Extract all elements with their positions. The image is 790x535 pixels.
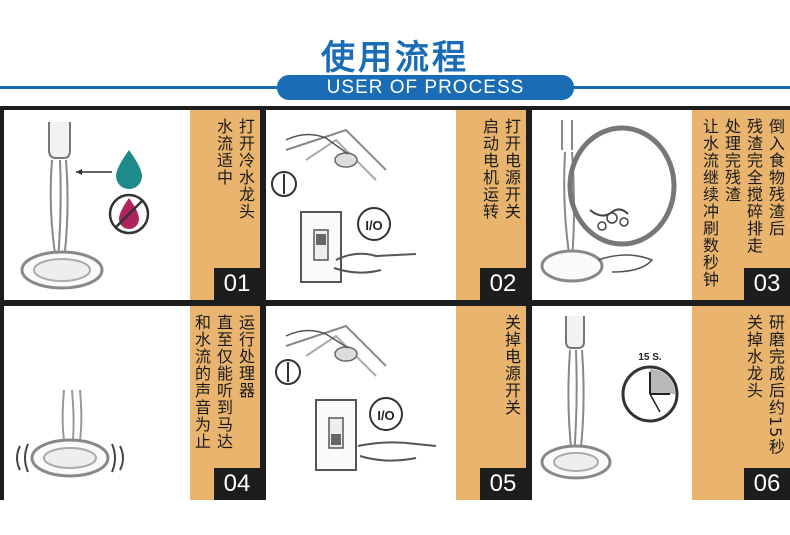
step-text-block-02: 打开电源开关 启动电机运转 02 — [456, 110, 526, 300]
subtitle-pill: USER OF PROCESS — [277, 75, 574, 100]
step-number-04: 04 — [214, 468, 260, 500]
step-06-line-2: 关掉水龙头 — [744, 314, 763, 399]
faucet-water-drops-icon — [4, 110, 200, 300]
step-05-line-1: 关掉电源开关 — [502, 314, 521, 416]
step-text-block-05: 关掉电源开关 05 — [456, 306, 526, 500]
power-switch-icon: I/O — [266, 110, 462, 300]
switch-label-05: I/O — [377, 408, 394, 423]
step-03-line-2: 残渣完全搅碎排走 — [744, 118, 763, 254]
switch-label-02: I/O — [365, 218, 382, 233]
step-text-block-03: 倒入食物残渣后 残渣完全搅碎排走 处理完残渣 让水流继续冲刷数秒钟 03 — [692, 110, 790, 300]
step-04-line-1: 运行处理器 — [236, 314, 255, 399]
step-text-block-01: 打开冷水龙头 水流适中 01 — [190, 110, 260, 300]
step-number-01: 01 — [214, 268, 260, 300]
clock-label: 15 S. — [638, 352, 662, 363]
step-panel-03: 倒入食物残渣后 残渣完全搅碎排走 处理完残渣 让水流继续冲刷数秒钟 03 — [532, 110, 790, 300]
step-text-block-06: 研磨完成后约15秒 关掉水龙头 06 — [692, 306, 790, 500]
pour-food-waste-icon — [532, 110, 692, 300]
step-03-line-3: 处理完残渣 — [722, 118, 741, 203]
step-04-line-2: 直至仅能听到马达 — [214, 314, 233, 450]
step-number-05: 05 — [480, 468, 526, 500]
step-number-06: 06 — [744, 468, 790, 500]
step-01-line-1: 打开冷水龙头 — [236, 118, 255, 220]
step-01-line-2: 水流适中 — [214, 118, 233, 186]
page-title: 使用流程 — [321, 38, 469, 78]
step-04-line-3: 和水流的声音为止 — [192, 314, 211, 450]
step-number-03: 03 — [744, 268, 790, 300]
step-panel-05: I/O 关掉电源开关 05 — [266, 306, 526, 500]
step-03-line-4: 让水流继续冲刷数秒钟 — [700, 118, 719, 288]
power-switch-icon: I/O — [266, 306, 462, 500]
step-06-line-1: 研磨完成后约15秒 — [766, 314, 785, 456]
running-disposer-icon — [4, 306, 200, 500]
step-panel-01: 打开冷水龙头 水流适中 01 — [4, 110, 260, 300]
step-02-line-2: 启动电机运转 — [480, 118, 499, 220]
step-panel-04: 运行处理器 直至仅能听到马达 和水流的声音为止 04 — [4, 306, 260, 500]
steps-grid: 打开冷水龙头 水流适中 01 I/O — [0, 106, 790, 500]
step-02-line-1: 打开电源开关 — [502, 118, 521, 220]
step-03-line-1: 倒入食物残渣后 — [766, 118, 785, 237]
step-panel-06: 15 S. 研磨完成后约15秒 关掉水龙头 06 — [532, 306, 790, 500]
timer-clock-icon: 15 S. — [532, 306, 692, 500]
step-panel-02: I/O 打开电源开关 启动电机运转 02 — [266, 110, 526, 300]
step-text-block-04: 运行处理器 直至仅能听到马达 和水流的声音为止 04 — [190, 306, 260, 500]
step-number-02: 02 — [480, 268, 526, 300]
